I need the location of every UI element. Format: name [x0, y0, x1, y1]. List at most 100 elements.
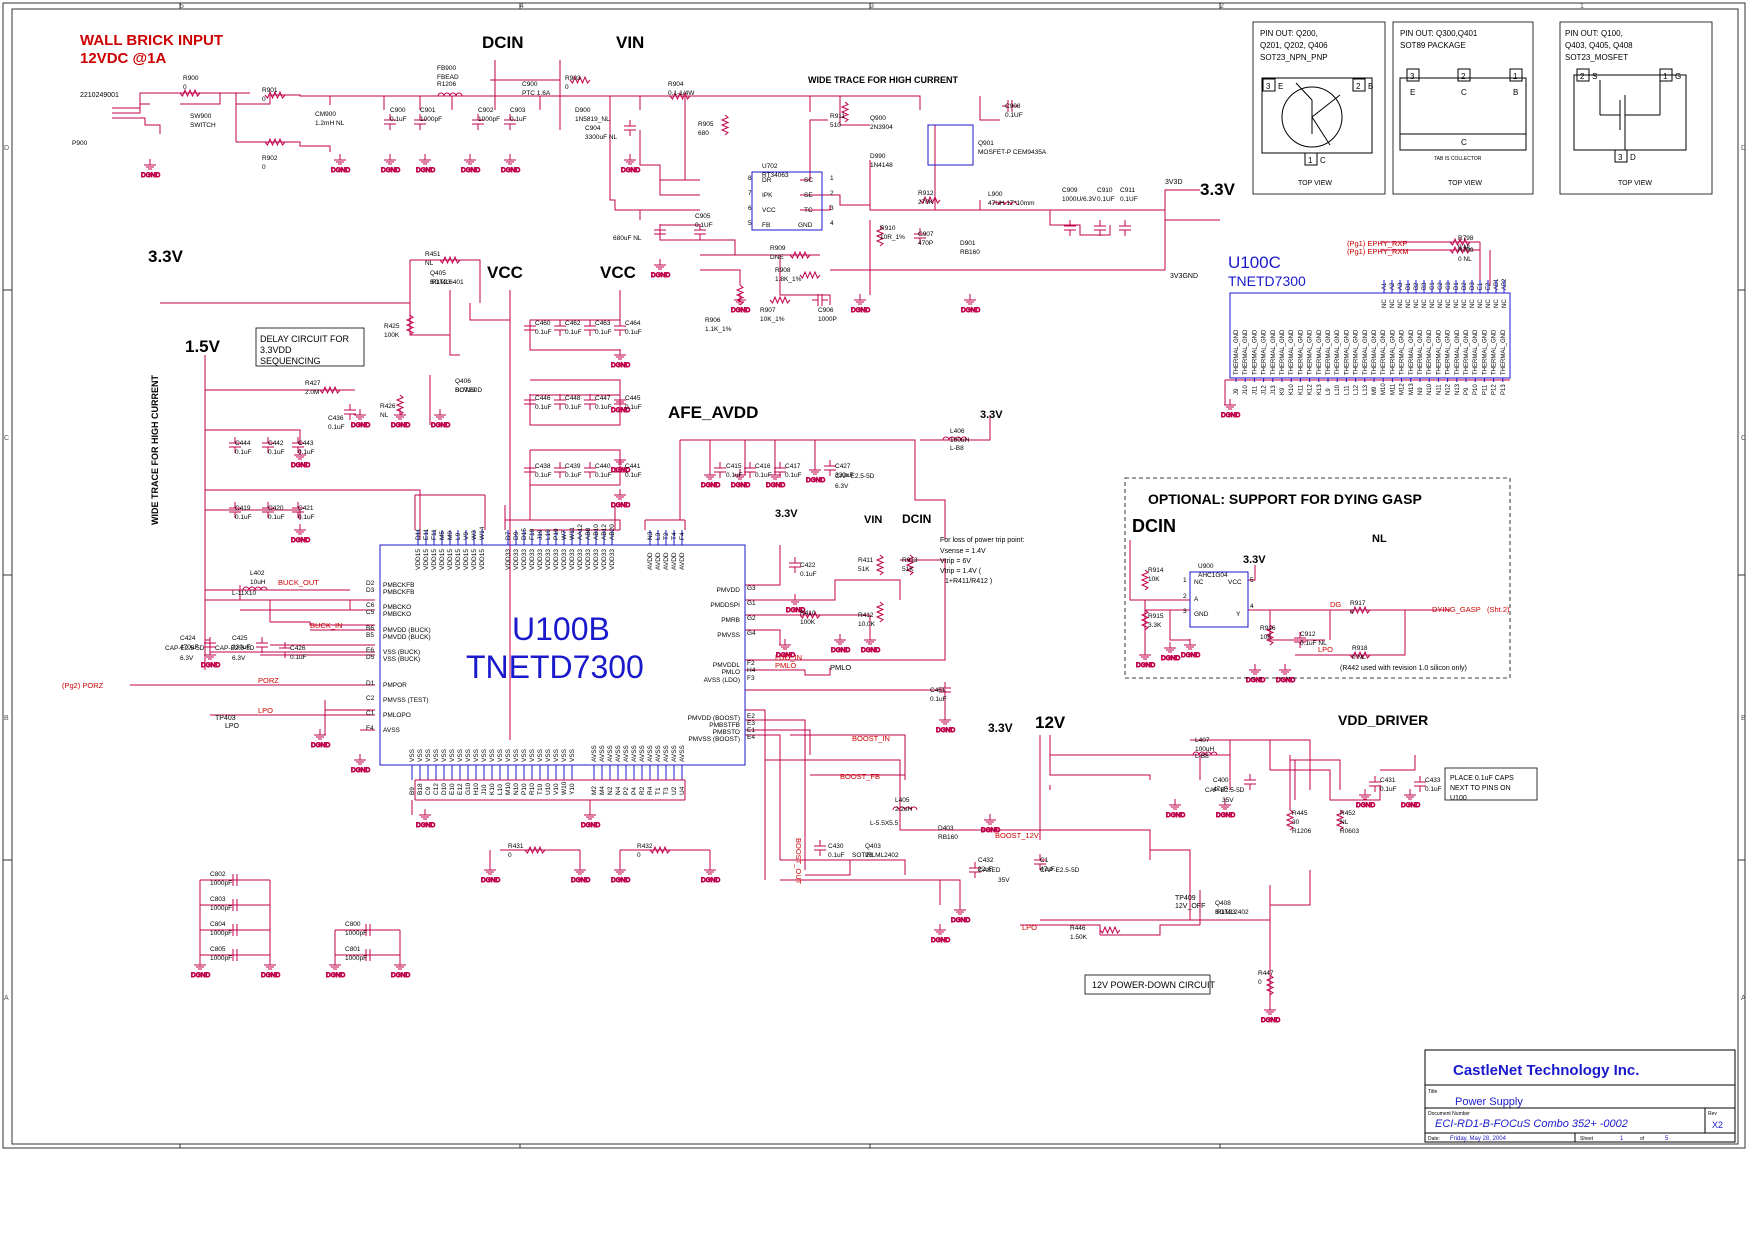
net-33v-boost: 3.3V [988, 721, 1013, 735]
component-ref: R798 [1458, 235, 1474, 242]
u100b-top-pin-number: L9 [455, 532, 462, 540]
component-ref: C460 [535, 320, 551, 327]
ground-label: DGND [981, 827, 1000, 834]
component-ref: R909 [770, 245, 786, 252]
component-ref: C908 [1005, 103, 1021, 110]
net-dying-gasp-ref: (Sht.2) [1487, 605, 1510, 614]
component-value: SWITCH [190, 122, 216, 129]
u100b-bottom-pin-name: VSS [561, 748, 568, 762]
u100c-bottom-pin-name: THERMAL_GND [1262, 329, 1268, 375]
component-value: 0.1uF NL [1300, 640, 1327, 647]
u100b-pin-name: PMBCKO [383, 611, 411, 618]
component-value: BCW60D [455, 387, 482, 394]
component-value: 100K [384, 332, 400, 339]
resistor-symbol [720, 114, 730, 136]
capacitor-symbol [624, 120, 636, 136]
ground-symbol [354, 409, 366, 420]
ground-label: DGND [201, 662, 220, 669]
u100b-bottom-pin-number: N2 [607, 786, 614, 795]
place-caps-1: PLACE 0.1uF CAPS [1450, 775, 1514, 782]
ground-symbol [704, 864, 716, 875]
component-ref: R410 [800, 610, 816, 617]
capacitor-symbol [614, 462, 626, 478]
component-value: 0.1uF [235, 514, 252, 521]
component-ref: C445 [625, 395, 641, 402]
ground-label: DGND [961, 307, 980, 314]
component-value: 0.1uF [510, 116, 527, 123]
component-value: 0 NL [1352, 654, 1366, 661]
u100b-top-pin-name: VDD15 [415, 549, 422, 570]
u100b-top-pin-name: VDD33 [577, 549, 584, 570]
component-value: R1206 [437, 81, 457, 88]
component-value: 1000pF [210, 905, 232, 912]
resistor-symbol [179, 88, 201, 98]
u100b-pin-number: E1 [747, 727, 755, 734]
u100b-bottom-pin-number: T10 [537, 783, 544, 795]
ground-label: DGND [701, 482, 720, 489]
u100b-pin-name: PMPOR [383, 682, 407, 689]
u100b-bottom-pin-name: VSS [569, 748, 576, 762]
capacitor-symbol [774, 462, 786, 478]
u100b-top-pin-name: VDD15 [471, 549, 478, 570]
u100c-bottom-pin: N9 [1418, 387, 1424, 395]
u100b-pin-number: F2 [747, 660, 755, 667]
ground-symbol [614, 454, 626, 465]
ground-symbol [614, 349, 626, 360]
component-symbols [179, 75, 1471, 996]
sheet-total: 5 [1665, 1136, 1669, 1142]
u100b-pin-number: G1 [747, 600, 756, 607]
p1-c: C [1320, 156, 1326, 165]
u100b-bottom-pin-number: E12 [457, 783, 464, 795]
component-value: 270K [918, 199, 934, 206]
u100b-pin-name: PMVSS (TEST) [383, 697, 429, 704]
component-ref: FB900 [437, 65, 457, 72]
ground-label: DGND [581, 822, 600, 829]
component-value: 1N4148 [870, 162, 893, 169]
u100c-bottom-pin-name: THERMAL_GND [1363, 329, 1369, 375]
u100b-bottom-pin-number: B18 [417, 783, 424, 795]
component-value: 100uH [1195, 746, 1214, 753]
u100c-top-pin: AB1 [1494, 278, 1500, 290]
u100b-top-pin-number: W3 [471, 530, 478, 540]
ground-symbol [194, 959, 206, 970]
component-value: 0.1uF [595, 404, 612, 411]
component-ref: R908 [775, 267, 791, 274]
u702-body [751, 171, 823, 231]
inductor-symbol [242, 586, 268, 591]
ground-label: DGND [381, 167, 400, 174]
ground-label: DGND [1401, 802, 1420, 809]
component-value: 10K [1148, 576, 1160, 583]
ground-symbol [419, 154, 431, 165]
u100c-bottom-pin: N13 [1455, 383, 1461, 395]
u100c-top-pin: A3 [1398, 282, 1404, 290]
u702-pin-vcc: VCC [762, 207, 776, 214]
p2-pin3: 3 [1410, 72, 1415, 81]
trip-note-5: 1+R411/R412 ) [945, 578, 992, 585]
u702-num-4: 4 [830, 220, 834, 227]
component-value: CASED [978, 867, 1001, 874]
u100b-top-pin-name: VDD33 [513, 549, 520, 570]
component-value: 0.1UF [1005, 112, 1023, 119]
capacitor-symbol [472, 114, 484, 130]
u100b-bottom-pin-number: M2 [591, 786, 598, 795]
pinout3-line2: Q403, Q405, Q408 [1565, 41, 1633, 50]
u100b-top-pin-number: F4 [679, 532, 686, 540]
part-number: 2210249001 [80, 92, 119, 99]
component-ref: R901 [262, 87, 278, 94]
u100b-pin-name: PMLO [722, 669, 740, 676]
p1-e: E [1278, 82, 1283, 91]
u100c-top-pin-name: NC [1438, 299, 1444, 308]
component-value: 3.3K [1148, 622, 1162, 629]
u900-n2: 2 [1183, 593, 1187, 600]
u100b-top-pin-number: P19 [553, 528, 560, 540]
u900-nc: NC [1194, 579, 1204, 586]
ground-label: DGND [806, 477, 825, 484]
ground-symbol [1219, 799, 1231, 810]
u702-pins: DR IPK VCC FB 8 7 6 5 SC SE TC GND 1 2 3… [748, 175, 834, 229]
u100b-bottom-pin-name: VSS [457, 748, 464, 762]
component-ref: R917 [1350, 600, 1366, 607]
net-dcin-mid: DCIN [902, 512, 931, 526]
component-ref: C912 [1300, 631, 1316, 638]
component-ref: D403 [938, 825, 954, 832]
ground-symbol [614, 864, 626, 875]
